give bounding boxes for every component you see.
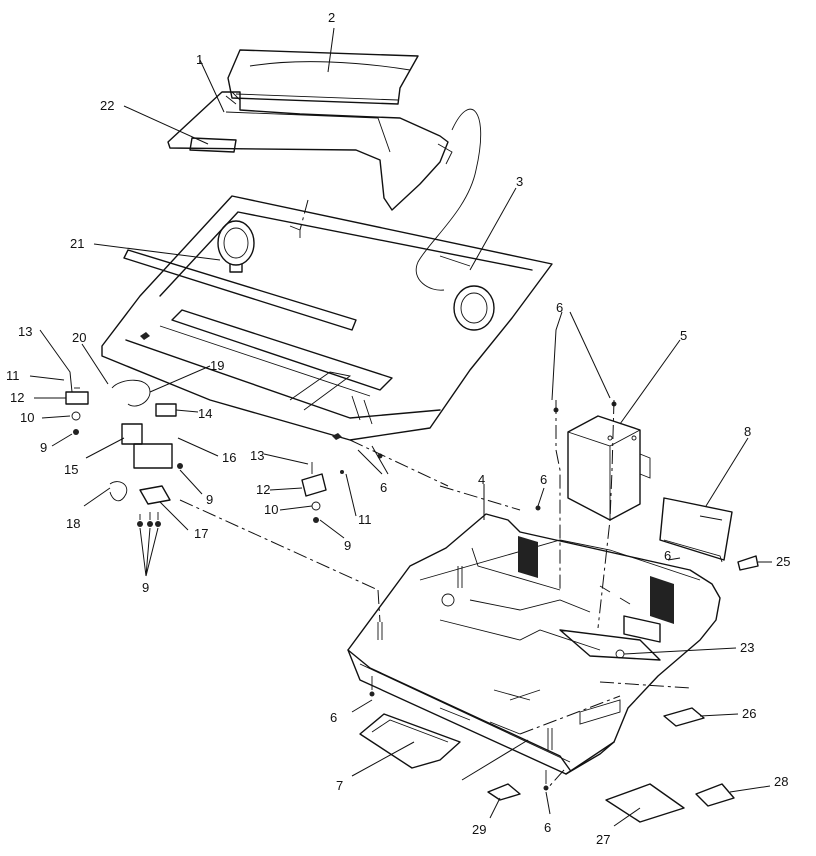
callout-15: 15 (64, 462, 78, 477)
callout-12-right: 12 (256, 482, 270, 497)
callout-10-right: 10 (264, 502, 278, 517)
callout-21: 21 (70, 236, 84, 251)
callout-28: 28 (774, 774, 788, 789)
callout-11-right: 11 (358, 512, 372, 527)
part-top-cover (167, 91, 482, 291)
callout-11-left: 11 (6, 368, 20, 383)
part-pads (487, 555, 759, 823)
callout-9-right: 9 (344, 538, 351, 553)
part-26-pad (663, 707, 705, 727)
callout-26: 26 (742, 706, 756, 721)
part-5-box (567, 415, 651, 521)
callout-2: 2 (328, 10, 335, 25)
callout-27: 27 (596, 832, 610, 847)
callout-20: 20 (72, 330, 86, 345)
part-8-tray (359, 713, 461, 769)
callout-18: 18 (66, 516, 80, 531)
leader-lines (29, 27, 772, 827)
callout-29: 29 (472, 822, 486, 837)
callout-8: 7 (336, 778, 343, 793)
callout-3: 3 (516, 174, 523, 189)
part-28-pad (695, 783, 735, 807)
callout-13-left: 13 (18, 324, 32, 339)
callout-25: 25 (776, 554, 790, 569)
part-25-pad (737, 555, 759, 571)
callout-1: 1 (196, 52, 203, 67)
callout-16: 16 (222, 450, 236, 465)
part-base (347, 513, 721, 775)
assembly-lines (179, 199, 691, 791)
callout-10-left: 10 (20, 410, 34, 425)
callout-6-lower: 6 (330, 710, 337, 725)
part-screws (369, 401, 617, 791)
callout-6-upper: 6 (556, 300, 563, 315)
callout-4: 4 (478, 472, 485, 487)
callout-7: 8 (744, 424, 751, 439)
callout-9-mid: 9 (206, 492, 213, 507)
callout-6-right: 6 (664, 548, 671, 563)
callout-22: 22 (100, 98, 114, 113)
callout-12-left: 12 (10, 390, 24, 405)
part-paper-cover (227, 49, 419, 105)
part-27-pad (605, 783, 685, 823)
part-7-plate (659, 497, 733, 563)
part-29-pad (487, 783, 521, 801)
callout-6-frame: 6 (380, 480, 387, 495)
callout-14: 14 (198, 406, 212, 421)
callout-9-left: 9 (40, 440, 47, 455)
callout-6-bottom: 6 (544, 820, 551, 835)
callout-labels: 2 1 22 3 21 6 5 8 13 20 11 12 10 9 19 14… (6, 10, 790, 847)
callout-13-right: 13 (250, 448, 264, 463)
callout-6-base: 6 (540, 472, 547, 487)
part-left-hardware (65, 379, 183, 527)
callout-23: 23 (740, 640, 754, 655)
callout-9-bottom: 9 (142, 580, 149, 595)
callout-19: 19 (210, 358, 224, 373)
part-right-hinge (301, 462, 344, 523)
callout-5: 5 (680, 328, 687, 343)
callout-17: 17 (194, 526, 208, 541)
